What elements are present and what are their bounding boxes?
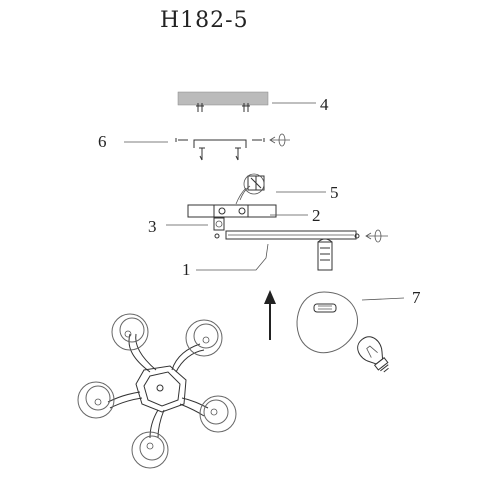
light-bulb — [357, 336, 389, 373]
assembled-fixture — [77, 313, 237, 469]
leader-line-7 — [361, 297, 405, 301]
part-label-1: 1 — [182, 260, 191, 279]
glass-shade — [296, 291, 358, 354]
mounting-bracket — [175, 133, 290, 161]
mounting-nut — [213, 217, 225, 231]
part-label-6: 6 — [98, 132, 107, 151]
frame-arm — [214, 229, 388, 271]
ceiling-plate — [177, 91, 269, 112]
part-label-5: 5 — [330, 183, 339, 202]
model-title: H182-5 — [160, 8, 249, 33]
canopy — [187, 204, 277, 218]
part-label-3: 3 — [148, 217, 157, 236]
leader-line-1 — [196, 243, 269, 271]
part-label-4: 4 — [320, 95, 329, 114]
up-arrow-icon — [264, 290, 276, 340]
part-label-2: 2 — [312, 206, 321, 225]
part-label-7: 7 — [412, 288, 421, 307]
terminal-block — [235, 173, 265, 205]
